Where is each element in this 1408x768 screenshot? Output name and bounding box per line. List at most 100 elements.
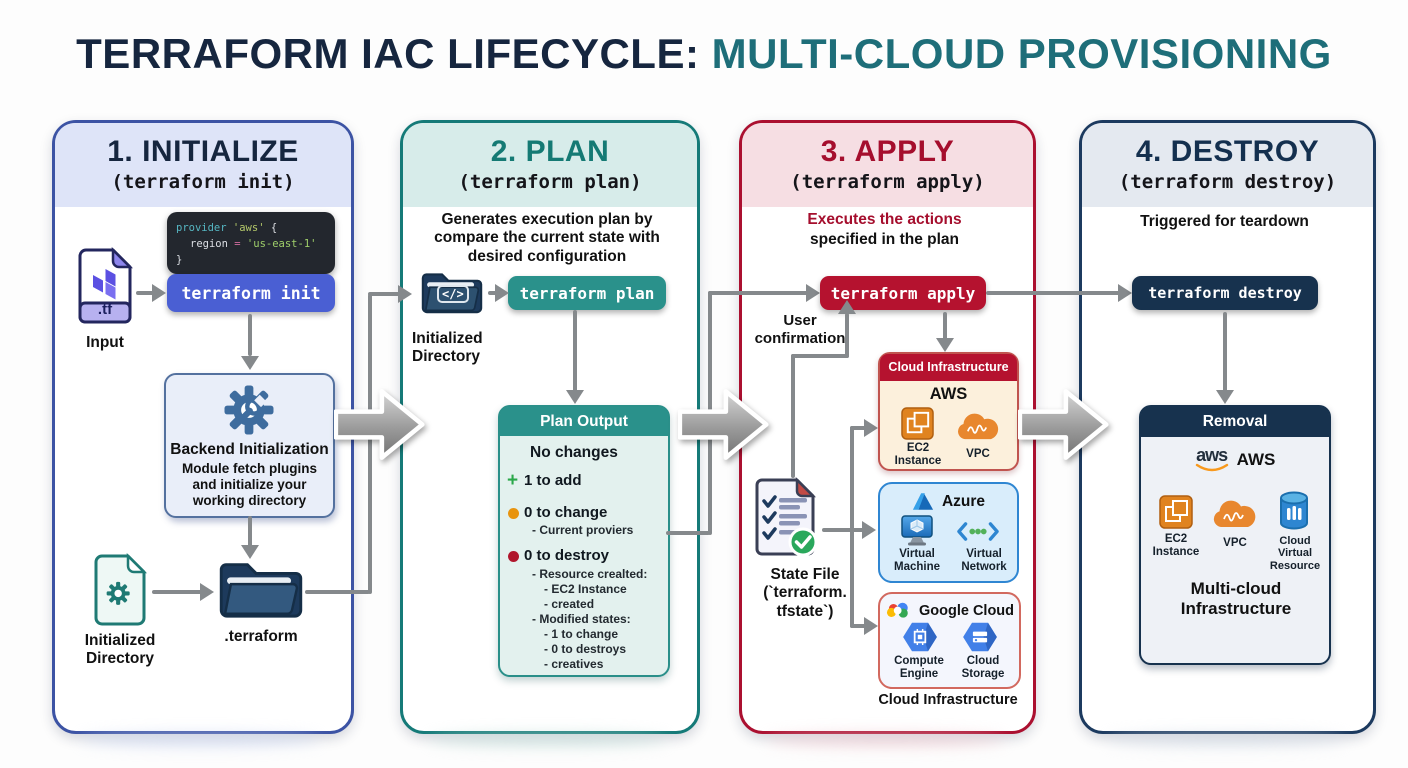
aws-box-header: Cloud Infrastructure — [880, 354, 1017, 381]
connector-p1-p2 — [305, 590, 370, 594]
azure-logo-icon — [912, 493, 934, 510]
ec2-icon — [901, 407, 934, 440]
gear-wrench-icon — [221, 382, 277, 438]
tf-file-label: .tf — [97, 301, 113, 318]
azure-title: Azure — [941, 492, 986, 510]
cloud-storage-label: Cloud Storage — [961, 655, 1005, 680]
connector-p3-p4 — [986, 291, 1122, 295]
page-title: TERRAFORM IAC LIFECYCLE: MULTI-CLOUD PRO… — [0, 30, 1408, 78]
add-row: 1 to add — [524, 472, 582, 489]
state-file-label-3: tfstate`) — [776, 602, 834, 620]
destroy-row: 0 to destroy — [524, 547, 610, 564]
title-part-2: MULTI-CLOUD PROVISIONING — [711, 30, 1332, 77]
code-equals: = — [234, 237, 241, 250]
panel-initialize-subtitle: (terraform init) — [111, 171, 295, 193]
ec2-label: EC2 Instance — [894, 442, 942, 467]
arrowhead — [398, 285, 412, 303]
initialized-directory-label: Initialized Directory — [84, 632, 156, 668]
provider-code-block: provider 'aws' { region = 'us-east-1' } — [167, 212, 335, 274]
connector-plan-to-output — [573, 310, 577, 392]
backend-description: Module fetch plugins and initialize your… — [182, 461, 317, 508]
terraform-plan-command: terraform plan — [508, 276, 666, 310]
aws-smile-icon — [1195, 463, 1228, 472]
cloud-infrastructure-label: Cloud Infrastructure — [878, 692, 1018, 708]
arrowhead — [566, 390, 584, 404]
code-keyword: provider — [176, 222, 227, 234]
state-file-label: State File (`terraform. tfstate`) — [735, 566, 875, 621]
aws-provider-row: aws AWS — [1141, 445, 1329, 472]
connector-init-to-backend — [248, 314, 252, 356]
virtual-machine-label: Virtual Machine — [893, 548, 940, 573]
code-string-2: 'us-east-1' — [246, 237, 317, 250]
code-string: 'aws' — [232, 222, 265, 234]
destroy-sub-6: - 0 to destroys — [544, 642, 627, 656]
removal-box: Removal aws AWS EC2 Instance — [1139, 405, 1331, 665]
destroy-description: Triggered for teardown — [1140, 213, 1309, 230]
stage-arrow-1-icon — [334, 389, 425, 460]
panel-initialize-header: 1. INITIALIZE (terraform init) — [55, 123, 351, 207]
destroy-sub-1: - Resource crealted: — [532, 567, 648, 581]
connector-folder-to-plan — [488, 291, 498, 295]
connector-dir-to-folder — [152, 590, 202, 594]
apply-description-1: Executes the actions — [807, 211, 962, 228]
cloud-virtual-resource-label: Cloud Virtual Resource — [1269, 535, 1321, 572]
connector-state-to-apply — [791, 354, 795, 478]
virtual-network-icon — [957, 522, 999, 541]
destroy-sub-5: - 1 to change — [544, 627, 619, 641]
panel-reflection — [428, 733, 668, 747]
arrowhead — [1216, 390, 1234, 404]
backend-initialization-box: Backend Initialization Module fetch plug… — [164, 373, 335, 518]
ec2-icon — [1159, 495, 1193, 529]
arrowhead — [152, 284, 166, 302]
arrowhead — [838, 300, 856, 314]
arrowhead — [864, 617, 878, 635]
connector-state-to-apply — [791, 354, 849, 358]
panel-destroy-title: 4. DESTROY — [1135, 135, 1320, 168]
terraform-folder-icon — [217, 556, 305, 620]
connector-tf-to-init — [136, 291, 154, 295]
stage-arrow-3-icon — [1018, 389, 1109, 460]
panel-plan-header: 2. PLAN (terraform plan) — [403, 123, 697, 207]
ec2-label: EC2 Instance — [1152, 533, 1200, 558]
vpc-label: VPC — [1223, 537, 1247, 549]
code-attr: region — [190, 237, 228, 250]
panel-reflection — [766, 733, 1006, 747]
destroy-sub-4: - Modified states: — [532, 612, 631, 626]
removal-header: Removal — [1141, 407, 1329, 437]
virtual-network-label: Virtual Network — [961, 548, 1007, 573]
panel-apply-header: 3. APPLY (terraform apply) — [742, 123, 1033, 207]
arrowhead — [200, 583, 214, 601]
backend-title: Backend Initialization — [170, 441, 329, 458]
destroy-sub-7: - creatives — [544, 657, 604, 671]
connector-p1-p2 — [368, 294, 372, 594]
vpc-icon — [1213, 500, 1256, 527]
aws-provider-label: AWS — [1236, 449, 1276, 469]
connector-apply-to-aws — [943, 312, 947, 340]
connector-state-to-azure — [822, 528, 866, 532]
panel-destroy-subtitle: (terraform destroy) — [1118, 171, 1337, 193]
panel-reflection — [80, 733, 320, 747]
code-folder-icon: </> — [420, 268, 484, 320]
arrowhead — [864, 419, 878, 437]
azure-title-row: Azure — [880, 492, 1017, 511]
google-cloud-logo-icon — [886, 602, 908, 618]
aws-infrastructure-box: Cloud Infrastructure AWS EC2 Instance VP… — [878, 352, 1019, 471]
change-sub: - Current proviers — [532, 523, 634, 537]
connector-trunk-gcp — [850, 624, 866, 628]
panel-initialize-title: 1. INITIALIZE — [107, 135, 299, 168]
input-label: Input — [86, 334, 124, 351]
plan-output-box: Plan Output No changes + 1 to add 0 to c… — [498, 405, 670, 677]
panel-apply-title: 3. APPLY — [820, 135, 955, 168]
aws-logo-text: aws — [1196, 445, 1228, 465]
azure-box: Azure Virtual Machine Virtual Network — [878, 482, 1019, 583]
plus-icon: + — [507, 470, 519, 491]
panel-plan-subtitle: (terraform plan) — [458, 171, 642, 193]
destroy-bullet-icon — [508, 551, 519, 562]
connector-backend-to-folder — [248, 516, 252, 547]
arrowhead — [806, 284, 820, 302]
arrowhead — [241, 545, 259, 559]
panel-apply-subtitle: (terraform apply) — [790, 171, 985, 193]
arrowhead — [1118, 284, 1132, 302]
state-file-icon — [752, 476, 820, 560]
